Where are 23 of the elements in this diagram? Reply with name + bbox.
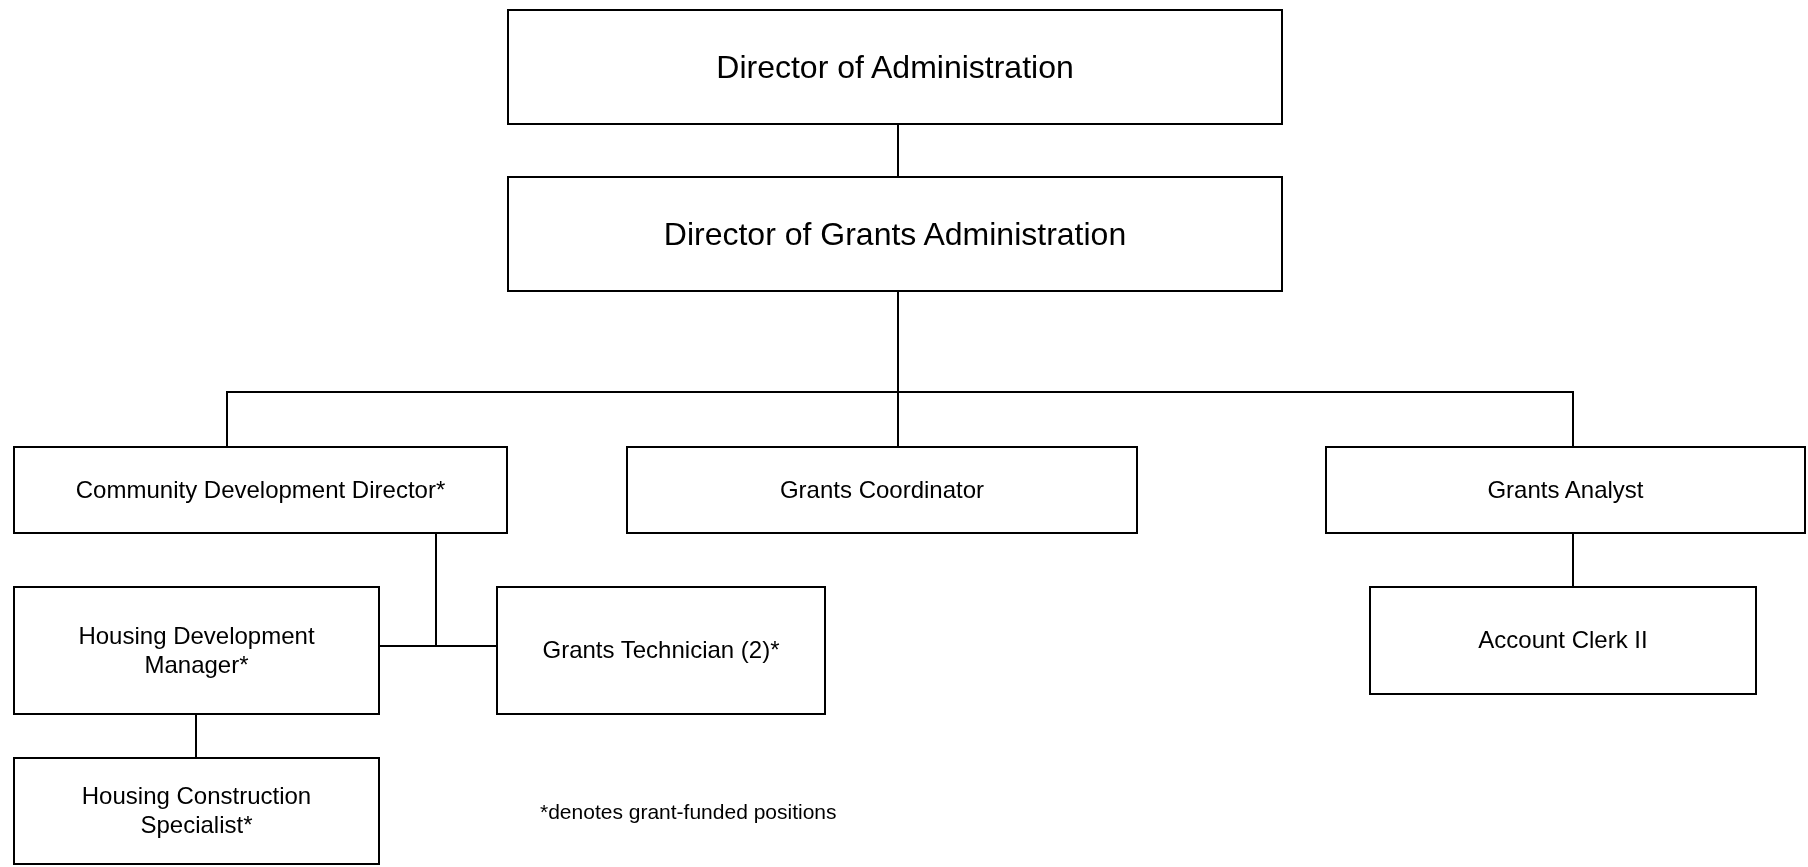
position-title: Grants Coordinator <box>779 475 985 505</box>
connector-line <box>195 714 197 758</box>
position-title: Director of Grants Administration <box>663 214 1127 254</box>
position-box <box>507 176 1283 292</box>
position-box <box>507 9 1283 125</box>
position-title: Grants Analyst <box>1487 475 1644 505</box>
position-title: Housing Development Manager* <box>77 621 316 680</box>
position-title: Account Clerk II <box>1478 626 1648 655</box>
position-title: Housing Construction Specialist* <box>80 782 313 840</box>
connector-line <box>435 533 497 647</box>
connector-line <box>1572 533 1574 587</box>
position-box <box>13 586 380 715</box>
position-box <box>13 446 508 534</box>
position-box <box>1325 446 1806 534</box>
position-title: Community Development Director* <box>75 475 446 505</box>
position-title: Grants Technician (2)* <box>542 636 780 665</box>
position-box <box>626 446 1138 534</box>
footnote-text: *denotes grant-funded positions <box>540 800 837 824</box>
position-box <box>13 757 380 865</box>
position-box <box>496 586 826 715</box>
connector-line <box>897 124 899 177</box>
position-box <box>1369 586 1757 695</box>
position-title: Director of Administration <box>716 47 1074 87</box>
